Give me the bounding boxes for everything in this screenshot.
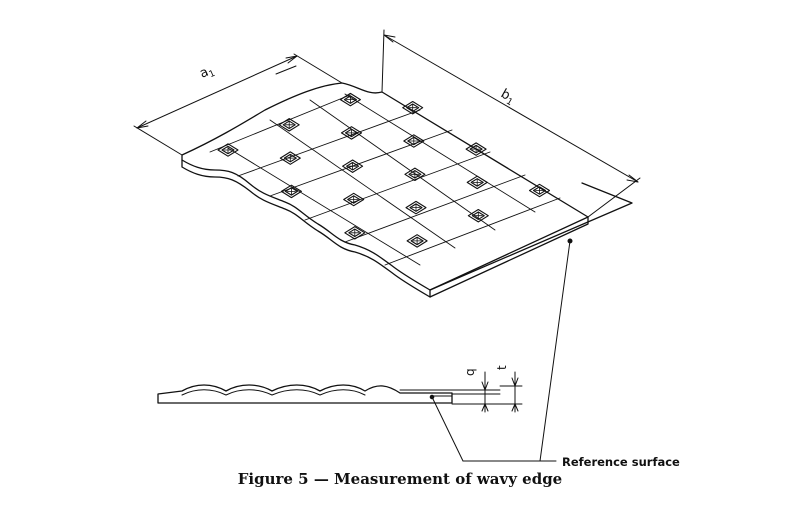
marker-outer xyxy=(467,208,489,223)
marker-crosshair xyxy=(412,237,422,245)
marker-outer xyxy=(402,100,424,115)
marker-crosshair xyxy=(287,188,296,195)
sheet-front-edge xyxy=(181,159,431,298)
marker-outer xyxy=(465,142,487,156)
marker-outer xyxy=(403,134,425,148)
marker-outer xyxy=(405,200,427,215)
marker-outer xyxy=(217,143,239,157)
sheet-top-face xyxy=(181,82,589,291)
marker-inner xyxy=(346,161,360,171)
dimension-a1 xyxy=(133,53,343,156)
marker-crosshair xyxy=(350,229,360,237)
grid-markers xyxy=(217,92,551,248)
marker-inner xyxy=(284,187,298,196)
marker-inner xyxy=(532,186,547,195)
marker-inner xyxy=(348,228,362,238)
marker-crosshair xyxy=(472,179,482,186)
marker-inner xyxy=(221,145,235,155)
marker-crosshair xyxy=(284,121,294,129)
marker-crosshair xyxy=(409,137,419,145)
marker-crosshair xyxy=(349,196,359,203)
marker-outer xyxy=(404,167,426,182)
marker-inner xyxy=(344,128,359,138)
section-inner-wave xyxy=(181,389,366,396)
marker-outer xyxy=(344,226,366,240)
marker-inner xyxy=(282,120,296,130)
dimension-b1 xyxy=(381,29,641,218)
marker-outer xyxy=(280,184,302,199)
label-b1: b1 xyxy=(497,86,518,108)
cross-section xyxy=(157,384,523,405)
reference-leaders xyxy=(429,238,573,462)
marker-outer xyxy=(466,175,488,190)
figure-caption: Figure 5 — Measurement of wavy edge xyxy=(237,470,563,488)
marker-inner xyxy=(283,153,297,163)
marker-inner xyxy=(469,144,483,154)
marker-inner xyxy=(406,103,420,112)
marker-crosshair xyxy=(223,146,233,154)
marker-outer xyxy=(278,118,300,132)
marker-crosshair xyxy=(471,145,481,153)
label-q: q xyxy=(463,368,477,376)
label-a1: a1 xyxy=(198,62,217,83)
marker-inner xyxy=(407,136,421,146)
marker-inner xyxy=(410,236,424,246)
grid-lines xyxy=(209,93,561,266)
marker-outer xyxy=(339,92,361,107)
marker-crosshair xyxy=(410,170,420,178)
marker-crosshair xyxy=(348,162,357,170)
marker-inner xyxy=(471,211,485,220)
marker-crosshair xyxy=(535,187,544,194)
marker-inner xyxy=(408,170,422,179)
marker-outer xyxy=(340,126,363,140)
marker-outer xyxy=(406,234,428,248)
label-t: t xyxy=(495,365,509,370)
marker-outer xyxy=(342,159,364,173)
marker-inner xyxy=(347,195,361,204)
marker-crosshair xyxy=(408,104,418,112)
marker-outer xyxy=(343,192,365,207)
marker-crosshair xyxy=(346,96,355,103)
reference-plane xyxy=(429,182,633,291)
marker-crosshair xyxy=(347,129,356,137)
marker-crosshair xyxy=(411,204,421,211)
dimension-t xyxy=(511,371,519,413)
label-reference-surface: Reference surface xyxy=(562,455,680,469)
dimension-q xyxy=(481,371,489,413)
sheet-right-edge xyxy=(429,216,589,298)
wavy-sheet xyxy=(181,82,589,298)
section-outline xyxy=(157,384,453,404)
marker-inner xyxy=(343,95,357,104)
marker-inner xyxy=(470,178,484,187)
marker-crosshair xyxy=(285,154,295,162)
marker-crosshair xyxy=(473,212,483,220)
marker-outer xyxy=(528,183,551,198)
marker-inner xyxy=(409,203,423,212)
marker-outer xyxy=(279,151,301,165)
